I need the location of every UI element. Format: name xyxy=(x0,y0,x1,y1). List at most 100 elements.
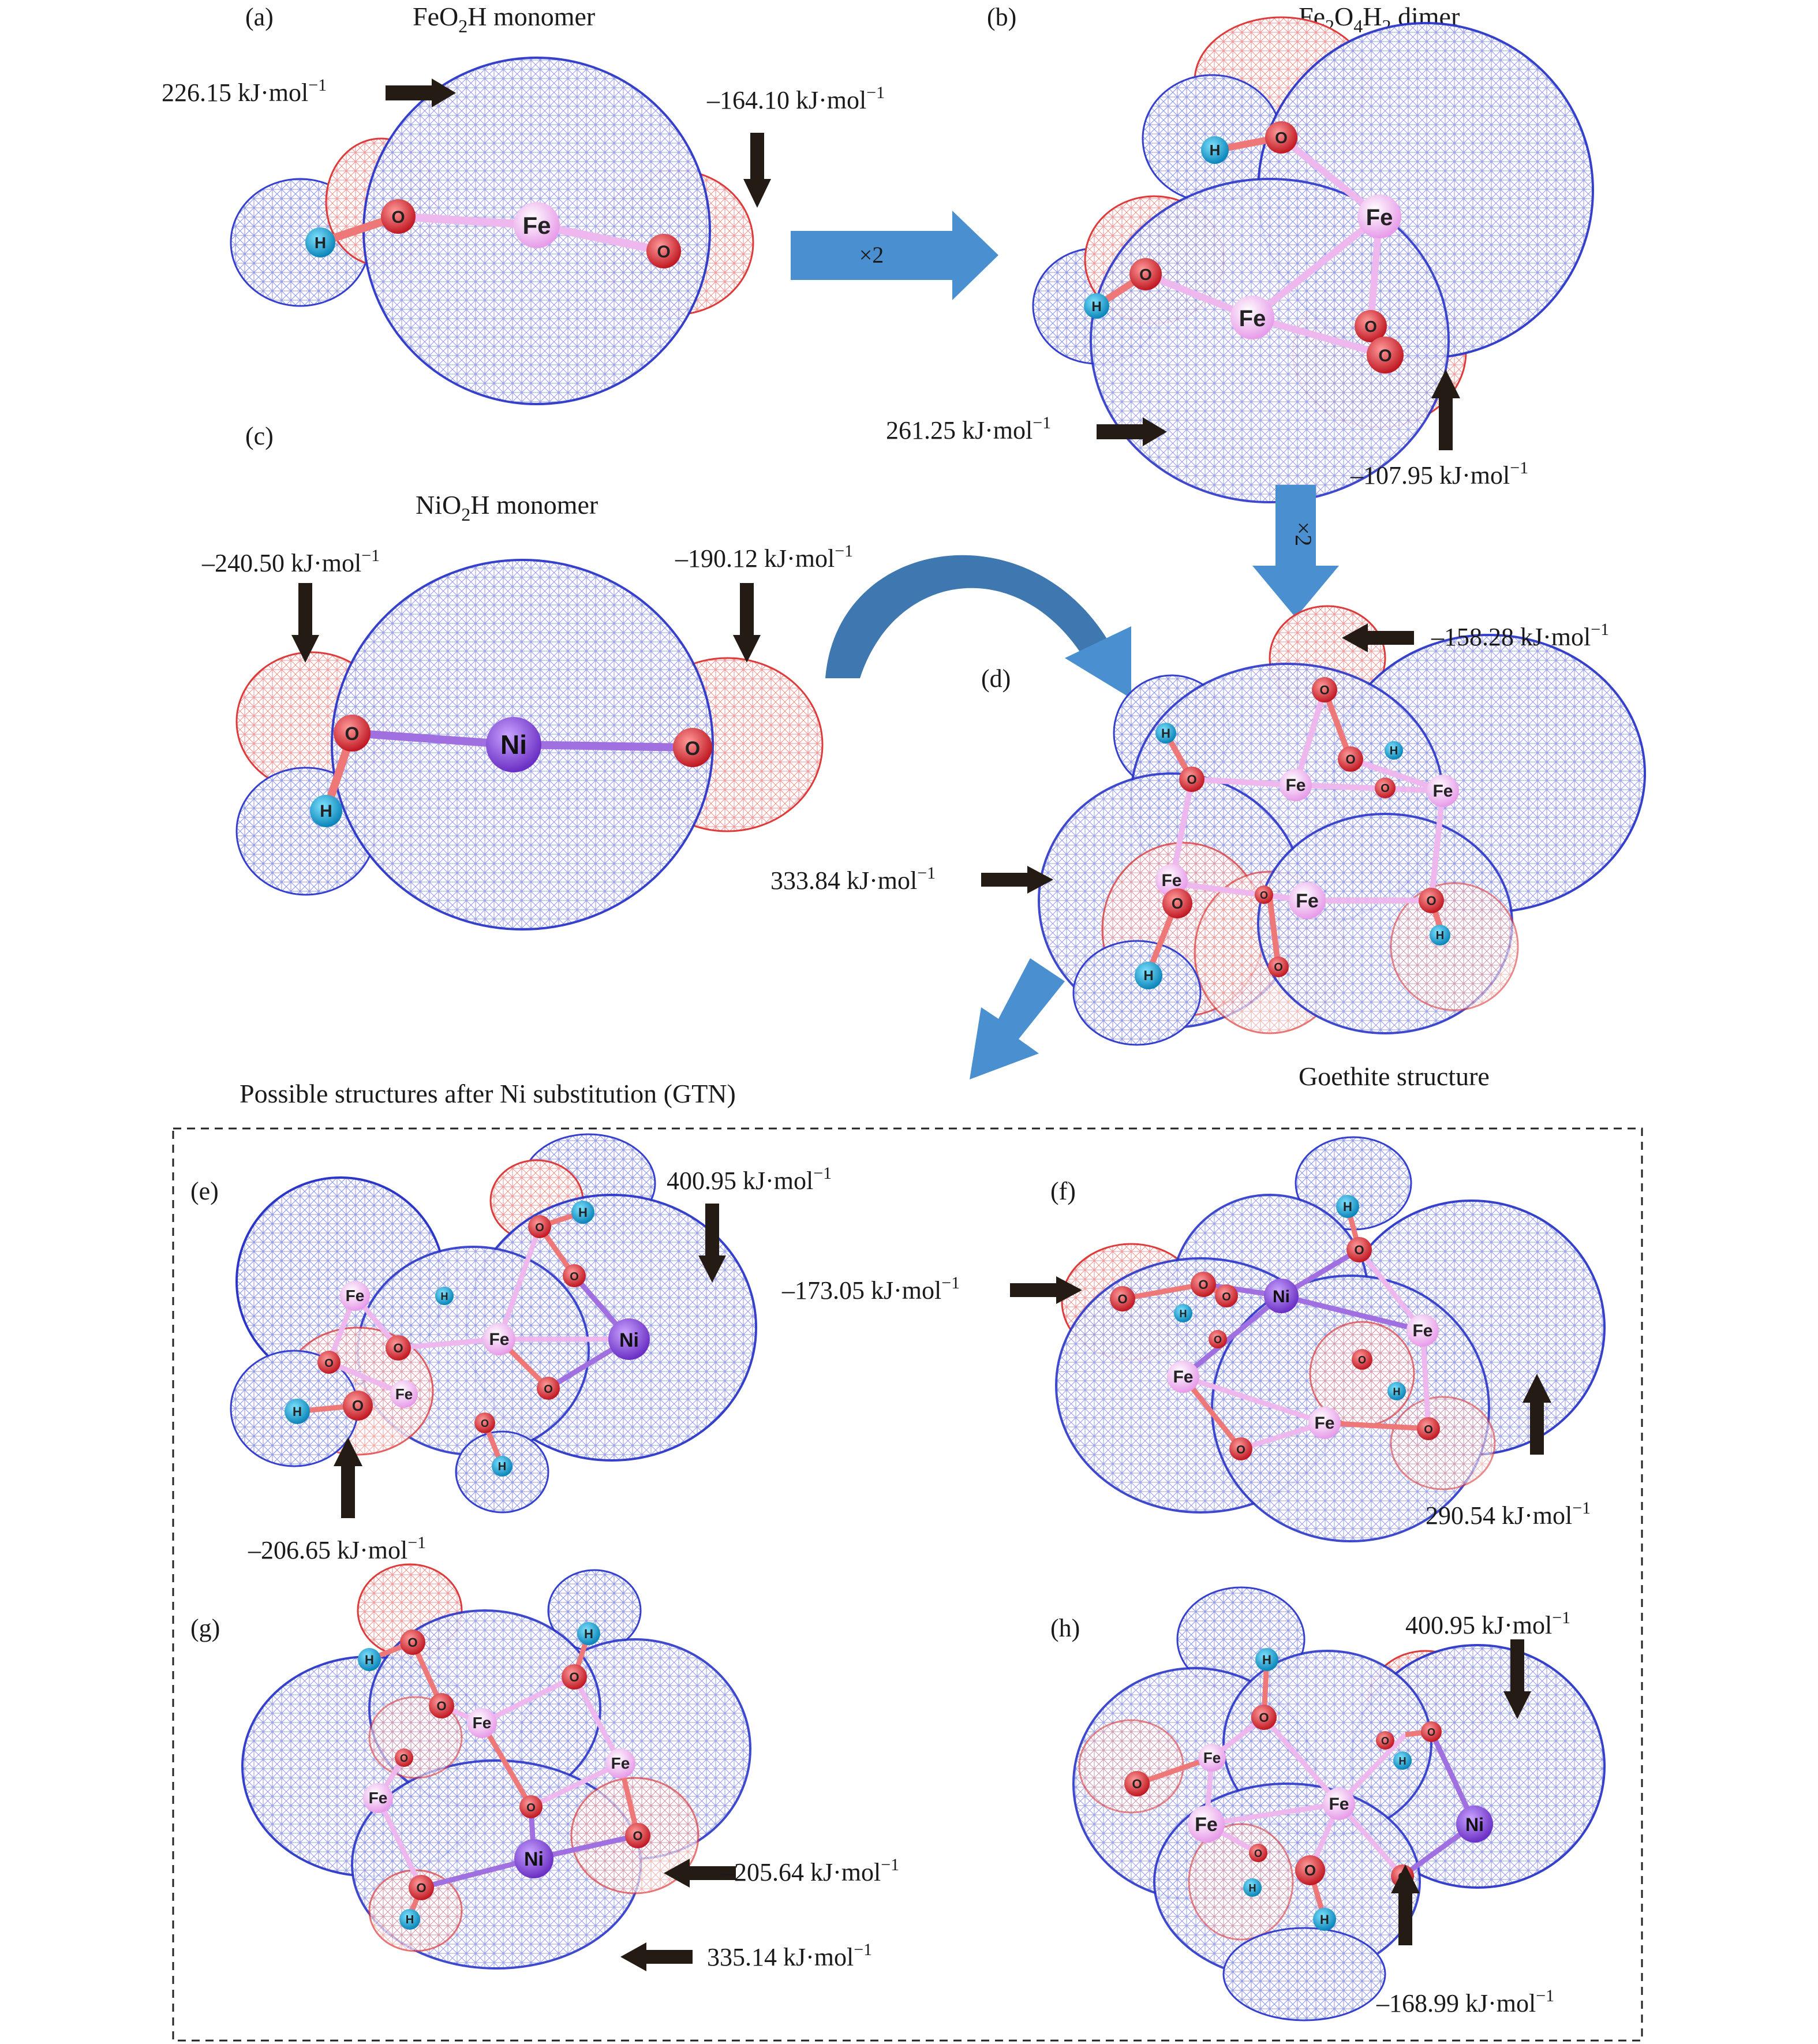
pointer-arrow xyxy=(664,1859,736,1888)
panel-a: (a) FeO2H monomer H O Fe O 226.15 kJ·mol… xyxy=(162,2,885,405)
panel-g: (g) H O H xyxy=(190,1563,899,1971)
pointer-arrow xyxy=(698,1204,726,1283)
svg-text:O: O xyxy=(1381,1735,1389,1747)
pointer-arrow xyxy=(386,79,456,107)
svg-text:H: H xyxy=(584,1627,593,1641)
energy-label: –168.99 kJ·mol−1 xyxy=(1376,1986,1554,2017)
panel-d-letter: (d) xyxy=(981,664,1011,693)
svg-text:O: O xyxy=(1354,1243,1364,1257)
panel-f-letter: (f) xyxy=(1050,1177,1076,1205)
svg-text:H: H xyxy=(1161,726,1170,741)
panel-f-molecule: H O Ni O O O H O Fe O Fe H Fe O O xyxy=(1055,1136,1606,1542)
svg-text:Fe: Fe xyxy=(611,1754,630,1772)
svg-text:Fe: Fe xyxy=(1314,1414,1334,1433)
svg-text:×2: ×2 xyxy=(859,242,884,268)
svg-text:Fe: Fe xyxy=(522,212,551,239)
svg-text:Fe: Fe xyxy=(1296,890,1319,912)
svg-text:H: H xyxy=(1399,1755,1406,1767)
svg-text:O: O xyxy=(1345,752,1355,767)
svg-text:O: O xyxy=(1132,1777,1142,1791)
svg-text:O: O xyxy=(352,1397,364,1414)
svg-text:O: O xyxy=(407,1635,417,1650)
svg-text:H: H xyxy=(1210,141,1221,159)
panel-c: (c) NiO2H monomer H O Ni O –240.50 kJ·mo… xyxy=(201,422,853,931)
svg-text:O: O xyxy=(633,1829,642,1843)
svg-text:O: O xyxy=(535,1221,544,1234)
pointer-arrow xyxy=(981,866,1053,894)
panel-c-molecule: H O Ni O xyxy=(235,559,824,931)
svg-text:O: O xyxy=(393,1341,403,1355)
svg-text:O: O xyxy=(436,1699,446,1713)
panel-a-letter: (a) xyxy=(245,3,274,31)
svg-text:Fe: Fe xyxy=(1161,871,1181,890)
svg-text:Fe: Fe xyxy=(473,1714,492,1732)
svg-text:O: O xyxy=(685,738,700,760)
energy-label: 400.95 kJ·mol−1 xyxy=(1405,1608,1570,1639)
panel-g-letter: (g) xyxy=(190,1614,220,1642)
svg-text:Fe: Fe xyxy=(1195,1814,1218,1836)
svg-text:O: O xyxy=(1358,1354,1366,1366)
svg-text:H: H xyxy=(1343,1200,1352,1214)
svg-text:H: H xyxy=(441,1291,448,1302)
section-title: Possible structures after Ni substitutio… xyxy=(240,1079,736,1108)
panel-h-letter: (h) xyxy=(1050,1614,1080,1642)
svg-text:O: O xyxy=(1214,1334,1222,1346)
energy-label: –164.10 kJ·mol−1 xyxy=(706,83,885,114)
panel-c-title: NiO2H monomer xyxy=(416,490,598,525)
panel-h-molecule: H O Fe O O O H Fe Fe Ni O O O H H xyxy=(1072,1586,1606,2021)
svg-text:Fe: Fe xyxy=(489,1330,509,1349)
svg-text:Ni: Ni xyxy=(1465,1814,1484,1835)
svg-text:H: H xyxy=(1249,1882,1256,1894)
svg-text:Ni: Ni xyxy=(1273,1287,1290,1306)
energy-label: –206.65 kJ·mol−1 xyxy=(248,1533,426,1564)
pointer-arrow xyxy=(733,583,761,663)
svg-text:H: H xyxy=(1320,1912,1329,1927)
pointer-arrow xyxy=(1010,1276,1082,1304)
svg-text:O: O xyxy=(1254,1848,1262,1859)
svg-text:O: O xyxy=(1426,894,1436,908)
svg-text:O: O xyxy=(345,723,360,744)
svg-text:O: O xyxy=(1427,1727,1435,1738)
pointer-arrow xyxy=(1523,1374,1551,1455)
svg-text:O: O xyxy=(1424,1423,1433,1436)
svg-text:Fe: Fe xyxy=(346,1287,365,1305)
panel-d-caption: Goethite structure xyxy=(1299,1062,1490,1091)
svg-text:O: O xyxy=(1139,266,1152,283)
svg-text:H: H xyxy=(498,1460,506,1473)
svg-text:H: H xyxy=(578,1205,588,1220)
energy-label: –107.95 kJ·mol−1 xyxy=(1350,458,1528,489)
panel-e-molecule: H O O Fe H Fe Ni O O O Fe O H O H xyxy=(230,1133,757,1514)
panel-b-molecule: H O Fe H O Fe O O xyxy=(1032,16,1594,503)
panel-b: (b) Fe2O4H2 dimer H O Fe H O Fe O O xyxy=(886,2,1594,503)
svg-text:O: O xyxy=(526,1802,536,1814)
svg-text:O: O xyxy=(1381,782,1390,795)
panel-g-molecule: H O H O O Fe O Fe Fe O O Ni O H xyxy=(241,1563,751,1970)
svg-text:O: O xyxy=(391,208,405,227)
svg-text:H: H xyxy=(1262,1653,1271,1667)
svg-text:H: H xyxy=(1143,968,1153,984)
svg-text:O: O xyxy=(481,1418,489,1429)
svg-text:O: O xyxy=(416,1881,426,1895)
svg-text:O: O xyxy=(1222,1291,1231,1303)
svg-text:O: O xyxy=(570,1271,579,1283)
energy-label: –205.64 kJ·mol−1 xyxy=(721,1855,899,1886)
pointer-arrow xyxy=(1503,1639,1531,1719)
energy-label: –158.28 kJ·mol−1 xyxy=(1431,620,1609,651)
svg-text:Ni: Ni xyxy=(619,1329,639,1351)
pointer-arrow xyxy=(1097,417,1167,446)
energy-label: –240.50 kJ·mol−1 xyxy=(201,546,380,577)
svg-text:H: H xyxy=(293,1404,302,1419)
svg-text:O: O xyxy=(1378,346,1391,365)
svg-text:O: O xyxy=(1187,772,1196,787)
panel-a-title: FeO2H monomer xyxy=(413,2,595,36)
svg-text:O: O xyxy=(1319,683,1329,697)
dashed-frame xyxy=(172,1127,1643,2042)
svg-text:H: H xyxy=(365,1653,374,1667)
svg-text:Ni: Ni xyxy=(500,730,527,760)
panel-b-letter: (b) xyxy=(987,3,1016,31)
svg-text:O: O xyxy=(400,1752,408,1764)
svg-text:O: O xyxy=(1198,1277,1208,1292)
svg-text:O: O xyxy=(1275,129,1288,147)
energy-label: 400.95 kJ·mol−1 xyxy=(667,1164,832,1195)
flow-arrow-down-left xyxy=(970,958,1065,1079)
